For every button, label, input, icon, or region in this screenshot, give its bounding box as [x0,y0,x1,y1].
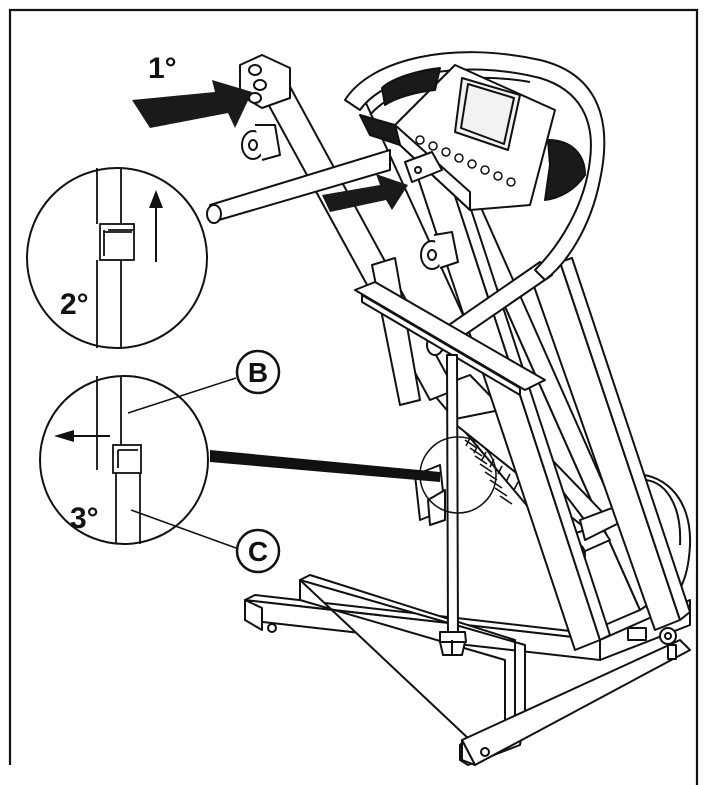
leader-c [130,509,237,549]
step-2-label: 2° [60,288,89,321]
step-3-label: 3° [70,502,99,535]
part-c-text: C [248,536,268,567]
fold-arrow-2 [322,174,408,212]
arrow-left-icon [54,430,110,442]
wheels [241,124,459,270]
fold-arrows [132,80,408,212]
treadmill [206,51,692,766]
detail-step-3 [39,375,237,549]
step-1-label: 1° [148,52,177,85]
console-buttons [415,135,516,187]
fold-arrow-1 [132,80,252,128]
uprights [254,71,691,651]
base-frame [244,574,691,766]
leader-b [127,377,237,414]
page-frame [8,8,699,785]
callout-connector [210,450,440,482]
part-label-b: B [235,349,281,395]
upright-bracket [404,151,443,183]
part-b-text: B [248,357,268,388]
arrow-up-icon [149,190,163,262]
part-label-c: C [235,528,281,574]
detail-step-2 [26,167,208,349]
